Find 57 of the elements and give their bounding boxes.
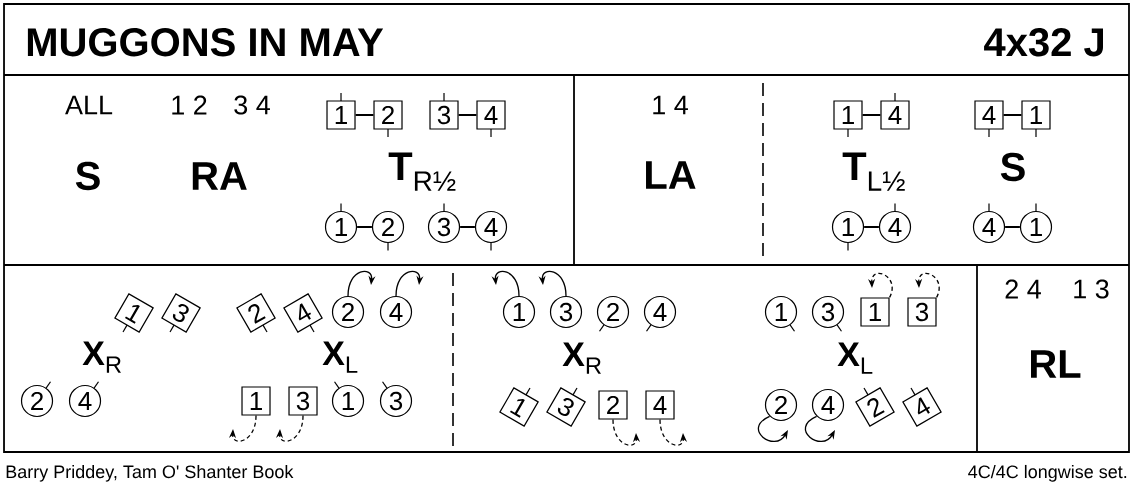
connector-line [457,114,478,116]
curved-arrow [395,270,424,297]
credit-line: Barry Priddey, Tam O' Shanter Book [6,464,294,482]
dancer-numbers: 3 4 [234,95,270,115]
figure-label: S [1000,152,1025,182]
dancer-square: 4 [974,100,1004,138]
figure-label: X$_{R}$ [82,341,121,373]
dancer-square: 3 [907,297,937,327]
title: MUGGONS IN MAY [27,28,384,57]
connector-line [861,114,882,116]
connector-line [1004,226,1021,228]
curved-arrow [757,415,788,443]
dance-format: 4x32 J [984,28,1103,57]
dancer-square: 2 [598,390,628,420]
connector-line [354,114,375,116]
dancer-square: 1 [326,92,356,130]
dancer-square: 1 [241,386,271,416]
dancer-numbers: 1 3 [1074,279,1109,299]
curved-arrow [804,415,835,443]
figure-label: X$_{R}$ [562,342,601,374]
figure-label: X$_{L}$ [322,341,358,373]
figure-label: LA [646,161,696,189]
dancer-square: 2 [855,387,895,427]
dancer-square: 4 [476,100,506,138]
dancer-square: 4 [645,390,675,420]
connector-line [1002,114,1023,116]
dancer-numbers: 1 4 [653,95,688,115]
dancer-square: 2 [236,293,276,333]
dancer-square: 1 [860,297,890,327]
connector-line [459,226,476,228]
dancer-square: 4 [880,92,910,130]
figure-label: RL [1031,350,1081,378]
dancer-square: 1 [1021,100,1051,138]
connector-line [356,226,373,228]
figure-label: T$_{R½}$ [388,152,456,191]
curved-arrow [275,414,304,442]
dancer-square: 2 [373,100,403,138]
dancer-square: 3 [429,92,459,130]
curved-arrow [228,414,257,442]
curved-arrow [347,270,376,297]
set-formation-note: 4C/4C longwise set. [968,464,1127,482]
dancer-square: 3 [288,386,318,416]
figure-label: T$_{L½}$ [842,152,905,191]
dancer-square: 3 [161,293,201,333]
dancer-square: 1 [833,100,863,138]
connector-line [863,226,880,228]
dancer-square: 1 [499,387,539,427]
dancer-square: 3 [546,387,586,427]
figure-label: X$_{L}$ [837,342,873,374]
figure-label: RA [192,162,247,190]
dancer-numbers: ALL [65,95,113,115]
figure-label: S [75,161,100,191]
dancer-numbers: 2 4 [1005,279,1041,299]
dancer-square: 4 [902,387,942,427]
dancer-numbers: 1 2 [172,95,207,115]
dancer-square: 1 [114,293,154,333]
dancer-square: 4 [283,293,323,333]
